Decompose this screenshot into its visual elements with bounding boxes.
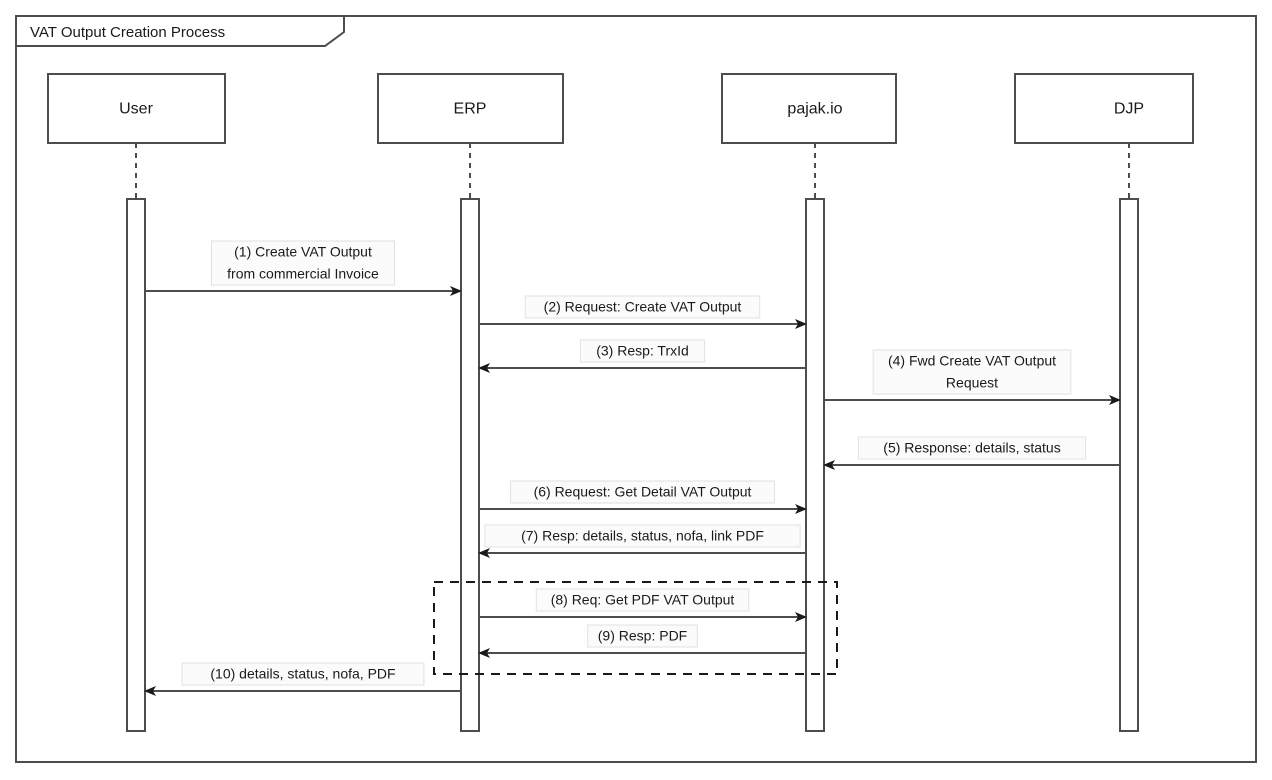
participants-layer: User ERP pajak.io DJP	[47, 73, 1194, 732]
message-7: (7) Resp: details, status, nofa, link PD…	[478, 524, 806, 558]
message-label: (8) Req: Get PDF VAT Output	[551, 592, 735, 608]
message-label-background	[857, 436, 1087, 460]
diagram-frame: VAT Output Creation Process	[15, 15, 1257, 763]
message-label-background	[484, 524, 801, 548]
participant-user: User	[47, 73, 226, 732]
message-1: (1) Create VAT Output from commercial Inv…	[145, 240, 462, 296]
message-label: (9) Resp: PDF	[598, 628, 687, 644]
message-label: Request	[946, 375, 998, 391]
participant-djp: DJP	[1014, 73, 1194, 732]
message-label: (5) Response: details, status	[883, 440, 1060, 456]
message-label: (1) Create VAT Output	[234, 244, 372, 260]
messages-layer: (1) Create VAT Output from commercial Inv…	[144, 240, 1121, 696]
message-label-background	[535, 588, 750, 612]
message-label-background	[524, 295, 761, 319]
participant-box[interactable]	[1014, 73, 1194, 144]
frame-tab-shape	[15, 15, 345, 47]
message-6: (6) Request: Get Detail VAT Output	[479, 480, 807, 514]
activation-bar	[460, 198, 480, 732]
message-label-background	[210, 240, 396, 286]
message-label: from commercial Invoice	[227, 266, 379, 282]
activation-bar	[126, 198, 146, 732]
frame-title: VAT Output Creation Process	[30, 24, 225, 41]
message-label-background	[510, 480, 775, 504]
message-label-background	[872, 349, 1072, 395]
activation-bar	[1119, 198, 1139, 732]
participant-label: DJP	[1114, 101, 1144, 118]
message-5: (5) Response: details, status	[823, 436, 1120, 470]
message-label: (6) Request: Get Detail VAT Output	[534, 484, 752, 500]
message-label-background	[181, 662, 425, 686]
message-9: (9) Resp: PDF	[478, 624, 806, 658]
participant-pajak-io: pajak.io	[721, 73, 897, 732]
participant-label: pajak.io	[787, 101, 842, 118]
message-label-background	[587, 624, 698, 648]
message-label: (4) Fwd Create VAT Output	[888, 353, 1056, 369]
message-3: (3) Resp: TrxId	[478, 339, 806, 373]
message-label-background	[579, 339, 706, 363]
frame-border	[15, 15, 1257, 763]
activation-bar	[805, 198, 825, 732]
combined-fragment-box	[433, 581, 838, 675]
participant-box[interactable]	[721, 73, 897, 144]
message-label: (3) Resp: TrxId	[596, 343, 689, 359]
message-2: (2) Request: Create VAT Output	[479, 295, 807, 329]
participant-box[interactable]	[47, 73, 226, 144]
message-10: (10) details, status, nofa, PDF	[144, 662, 461, 696]
participant-erp: ERP	[377, 73, 564, 732]
participant-label: ERP	[454, 101, 487, 118]
message-8: (8) Req: Get PDF VAT Output	[479, 588, 807, 622]
participant-box[interactable]	[377, 73, 564, 144]
fragment-layer	[433, 581, 838, 675]
participant-label: User	[119, 101, 153, 118]
message-label: (7) Resp: details, status, nofa, link PD…	[521, 528, 764, 544]
message-label: (2) Request: Create VAT Output	[544, 299, 742, 315]
message-label: (10) details, status, nofa, PDF	[210, 666, 395, 682]
